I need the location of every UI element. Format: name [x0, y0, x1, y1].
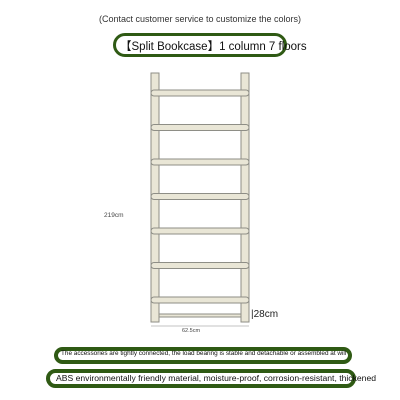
shelf-board — [150, 262, 250, 269]
feature-badge-1 — [54, 347, 352, 364]
height-dimension-label: 219cm — [104, 212, 124, 219]
bottom-rail — [158, 313, 242, 318]
feature-badge-2 — [46, 369, 356, 388]
shelf-board — [150, 158, 250, 166]
shelf-board — [150, 124, 250, 131]
feature-text-2: ABS environmentally friendly material, m… — [56, 373, 377, 383]
feature-text-1: The accessories are tightly connected, t… — [61, 350, 347, 357]
title-badge — [113, 33, 287, 57]
bookcase-frame — [150, 72, 250, 327]
width-dimension-label: 62.5cm — [182, 328, 201, 334]
shelf-board — [150, 296, 250, 304]
shelf-board — [150, 193, 250, 200]
customize-colors-note: (Contact customer service to customize t… — [98, 14, 302, 24]
product-title: 【Split Bookcase】1 column 7 floors — [120, 41, 307, 53]
shelf-board — [150, 227, 250, 235]
depth-dimension-label: |28cm — [251, 309, 279, 320]
shelf-board — [150, 89, 250, 97]
